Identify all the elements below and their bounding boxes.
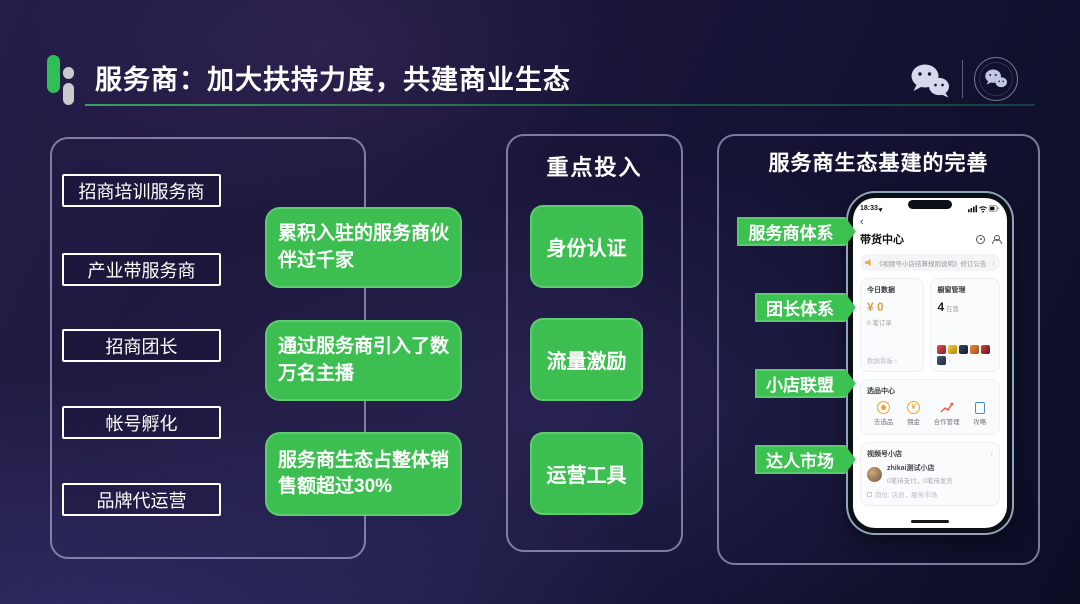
today-amount: ¥ 0 [867,300,884,314]
chevron-right-icon: › [992,257,995,267]
window-management-card[interactable]: 橱窗管理 4 在售 › [930,278,1000,372]
chevron-right-icon: › [990,449,993,458]
megaphone-icon [865,259,871,266]
trend-line-icon [940,402,953,413]
highlight-streamers: 通过服务商引入了数万名主播 [265,320,462,401]
phone-notch [908,200,952,209]
category-box-training: 招商培训服务商 [62,174,221,207]
brand-logo-dot [63,67,74,79]
guide-book-icon [974,402,985,414]
title-underline [85,104,1035,106]
commission-item[interactable]: ¥ 佣金 [906,401,920,426]
header-divider [962,60,963,98]
category-box-account-incubation: 帐号孵化 [62,406,221,439]
select-products-item[interactable]: 去选品 [874,401,893,426]
home-indicator[interactable] [911,519,949,523]
product-thumbnails: › [937,345,993,365]
channels-shop-card[interactable]: 视频号小店 › zhikai测试小店 0笔待支付，0笔待发货 岗位: 店员，服务… [860,442,1000,506]
data-board-link[interactable]: 数据看板 › [867,358,897,365]
highlight-partners: 累积入驻的服务商伙伴过千家 [265,207,462,288]
selection-title: 选品中心 [867,388,895,395]
phone-screen: 18:33 ‹ 带货中心 《视频号小店结 [853,198,1007,528]
select-products-icon [877,401,891,414]
shop-card-title: 视频号小店 [867,451,902,458]
highlight-sales-share: 服务商生态占整体销售额超过30% [265,432,462,516]
announcement-bar[interactable]: 《视频号小店结算规则说明》修订公告 › [860,254,1000,271]
status-time: 18:33 [860,205,884,212]
arrow-label-talent-market: 达人市场 [755,445,856,474]
investment-identity: 身份认证 [530,205,643,288]
app-title: 带货中心 [860,234,904,246]
profile-icon[interactable] [991,234,1002,244]
brand-logo-bar-grey [63,83,74,105]
window-count-unit: 在售 [946,306,960,313]
back-button[interactable]: ‹ [860,216,864,228]
shop-role: 岗位: 店员，服务市场 [875,492,938,499]
shop-name: zhikai测试小店 [887,465,935,472]
phone-mockup: 18:33 ‹ 带货中心 《视频号小店结 [848,193,1012,533]
customer-service-icon[interactable] [976,234,985,244]
phone-statusbar: 18:33 [860,203,1000,214]
today-orders: 0 笔订单 [867,320,892,327]
wechat-icon [908,62,952,105]
announcement-text: 《视频号小店结算规则说明》修订公告 [876,260,987,268]
shop-pending-stats: 0笔待支付，0笔待发货 [887,478,953,485]
commission-icon: ¥ [906,401,920,414]
arrow-label-provider-system: 服务商体系 [737,217,856,246]
wechat-open-class-badge-icon [974,57,1018,101]
today-data-title: 今日数据 [867,287,895,294]
brand-logo-bar-green [47,55,60,93]
today-data-card[interactable]: 今日数据 ¥ 0 0 笔订单 数据看板 › [860,278,925,372]
category-box-industry-belt: 产业带服务商 [62,253,221,286]
ecosystem-infrastructure-panel: 服务商生态基建的完善 [717,134,1040,565]
location-arrow-icon [878,205,884,212]
investment-tools: 运营工具 [530,432,643,515]
chevron-right-icon[interactable]: › [948,355,952,365]
shop-avatar [867,466,882,482]
window-title: 橱窗管理 [937,287,966,294]
category-box-brand-operation: 品牌代运营 [62,483,221,516]
role-icon [867,491,872,497]
key-investment-title: 重点投入 [546,155,643,180]
cooperation-item[interactable]: 合作管理 [934,401,960,426]
investment-traffic: 流量激励 [530,318,643,401]
key-investment-panel: 重点投入 [506,134,683,552]
category-box-recruit-leader: 招商团长 [62,329,221,362]
ecosystem-title: 服务商生态基建的完善 [768,152,989,175]
guide-item[interactable]: 攻略 [973,401,986,426]
arrow-label-shop-alliance: 小店联盟 [755,369,856,398]
status-icons [968,205,999,213]
arrow-label-leader-system: 团长体系 [755,293,856,322]
window-count: 4 [937,300,945,314]
page-title: 服务商：加大扶持力度，共建商业生态 [95,65,571,95]
product-selection-card: 选品中心 去选品 ¥ 佣金 合作管理 [860,379,1000,435]
